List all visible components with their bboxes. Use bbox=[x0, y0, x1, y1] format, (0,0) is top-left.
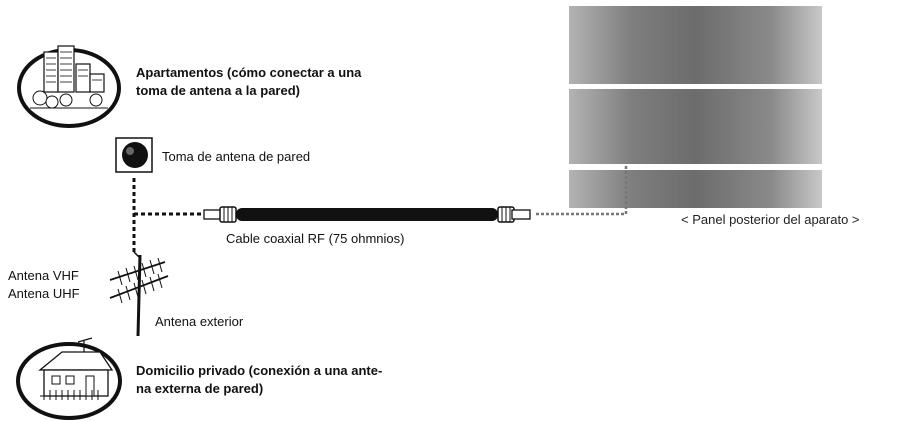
cable-label: Cable coaxial RF (75 ohmnios) bbox=[226, 231, 405, 246]
vhf-antenna-label: Antena VHF bbox=[8, 268, 79, 283]
coaxial-plug-icon bbox=[203, 206, 237, 223]
house-icon bbox=[16, 337, 122, 420]
home-title-line2: na externa de pared) bbox=[136, 381, 264, 396]
rear-panel-middle bbox=[569, 89, 822, 164]
apartments-title: Apartamentos (cómo conectar a una toma d… bbox=[136, 64, 361, 100]
uhf-antenna-label: Antena UHF bbox=[8, 286, 80, 301]
apartments-title-line2: toma de antena a la pared) bbox=[136, 83, 300, 98]
apartment-buildings-icon bbox=[17, 45, 121, 128]
wall-antenna-socket-icon bbox=[115, 137, 153, 173]
home-title-line1: Domicilio privado (conexión a una ante- bbox=[136, 363, 383, 378]
rear-panel-label: < Panel posterior del aparato > bbox=[681, 212, 860, 227]
coaxial-plug-icon bbox=[497, 206, 531, 223]
rear-panel-top bbox=[569, 6, 822, 84]
home-title: Domicilio privado (conexión a una ante- … bbox=[136, 362, 382, 398]
outdoor-antenna-icon bbox=[109, 251, 169, 337]
coaxial-cable bbox=[236, 208, 498, 221]
wall-socket-label: Toma de antena de pared bbox=[162, 149, 311, 164]
cable-to-panel-line bbox=[536, 164, 628, 216]
apartments-title-line1: Apartamentos (cómo conectar a una bbox=[136, 65, 362, 80]
rear-panel-bottom bbox=[569, 170, 822, 208]
outdoor-antenna-label: Antena exterior bbox=[155, 314, 244, 329]
